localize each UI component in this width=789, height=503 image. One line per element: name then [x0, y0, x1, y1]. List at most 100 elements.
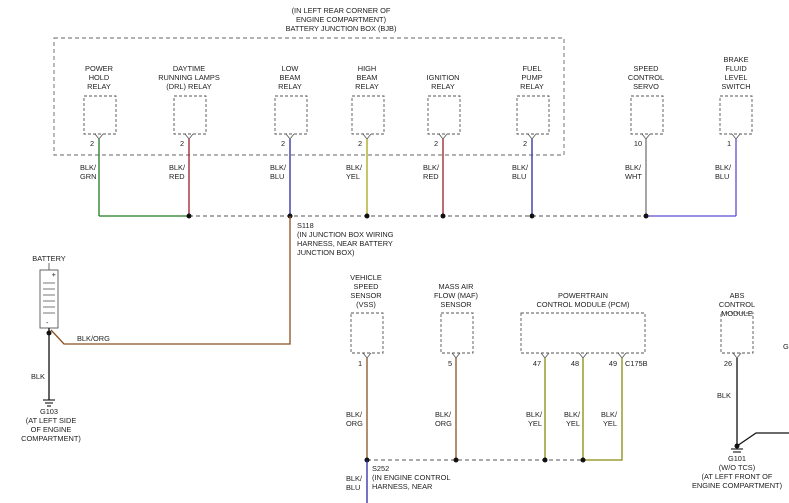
svg-text:SPEED: SPEED	[633, 64, 658, 73]
svg-text:RED: RED	[423, 172, 439, 181]
abs-wire-label: BLK	[717, 391, 731, 400]
blk-label-left: BLK	[31, 372, 45, 381]
g103-label: G103	[40, 407, 58, 416]
wire-color-labels-top: BLK/ GRN BLK/ RED BLK/ BLU BLK/ YEL BLK/…	[80, 163, 732, 181]
svg-text:GRN: GRN	[80, 172, 96, 181]
s252-desc-2: HARNESS, NEAR	[372, 482, 432, 491]
svg-text:ABS: ABS	[730, 291, 745, 300]
svg-text:26: 26	[724, 359, 732, 368]
battery[interactable]: BATTERY + -	[32, 254, 66, 329]
edge-letter: G	[783, 342, 789, 351]
svg-text:MASS AIR: MASS AIR	[439, 282, 474, 291]
svg-text:C175B: C175B	[625, 359, 648, 368]
maf-sensor[interactable]: MASS AIR FLOW (MAF) SENSOR 5	[434, 282, 478, 368]
svg-text:IGNITION: IGNITION	[427, 73, 460, 82]
vehicle-speed-sensor[interactable]: VEHICLE SPEED SENSOR (VSS) 1	[350, 273, 384, 368]
svg-text:FLUID: FLUID	[725, 64, 746, 73]
svg-text:+: +	[52, 270, 56, 279]
svg-text:BLK/: BLK/	[169, 163, 186, 172]
svg-text:CONTROL MODULE (PCM): CONTROL MODULE (PCM)	[537, 300, 630, 309]
vss-wire-label-2: ORG	[346, 419, 363, 428]
g103-ground-symbol	[43, 399, 55, 407]
maf-wire-label-1: BLK/	[435, 410, 452, 419]
svg-text:2: 2	[358, 139, 362, 148]
high-beam-relay[interactable]: HIGH BEAM RELAY 2	[351, 64, 385, 148]
svg-text:47: 47	[533, 359, 541, 368]
s252-wire-label-1: BLK/	[346, 474, 363, 483]
svg-text:10: 10	[634, 139, 642, 148]
pcm-wire-49-label-2: YEL	[603, 419, 617, 428]
svg-text:SENSOR: SENSOR	[440, 300, 471, 309]
vss-wire-label-1: BLK/	[346, 410, 363, 419]
svg-text:BLK/: BLK/	[625, 163, 642, 172]
splice-s252-bus	[364, 457, 586, 503]
svg-text:HOLD: HOLD	[89, 73, 110, 82]
svg-text:BATTERY: BATTERY	[32, 254, 65, 263]
bjb-title-1: (IN LEFT REAR CORNER OF	[292, 6, 391, 15]
svg-text:RED: RED	[169, 172, 185, 181]
svg-text:RUNNING LAMPS: RUNNING LAMPS	[158, 73, 220, 82]
svg-text:SENSOR: SENSOR	[350, 291, 381, 300]
svg-text:BEAM: BEAM	[280, 73, 301, 82]
fuel-pump-relay[interactable]: FUEL PUMP RELAY 2	[516, 64, 550, 148]
svg-text:2: 2	[434, 139, 438, 148]
svg-text:1: 1	[727, 139, 731, 148]
svg-text:BLK/: BLK/	[346, 163, 363, 172]
powertrain-control-module[interactable]: POWERTRAIN CONTROL MODULE (PCM) 47 48 49…	[520, 291, 648, 368]
svg-text:BLU: BLU	[270, 172, 284, 181]
bjb-title-2: ENGINE COMPARTMENT)	[296, 15, 386, 24]
drl-relay[interactable]: DAYTIME RUNNING LAMPS (DRL) RELAY 2	[158, 64, 220, 148]
svg-text:(DRL) RELAY: (DRL) RELAY	[166, 82, 212, 91]
svg-text:RELAY: RELAY	[87, 82, 111, 91]
svg-text:POWER: POWER	[85, 64, 113, 73]
svg-text:BLK/: BLK/	[715, 163, 732, 172]
svg-text:BLK/: BLK/	[270, 163, 287, 172]
blk-org-label: BLK/ORG	[77, 334, 110, 343]
svg-text:BLU: BLU	[715, 172, 729, 181]
s118-desc-2: HARNESS, NEAR BATTERY	[297, 239, 393, 248]
svg-text:SERVO: SERVO	[633, 82, 659, 91]
low-beam-relay[interactable]: LOW BEAM RELAY 2	[274, 64, 308, 148]
svg-text:48: 48	[571, 359, 579, 368]
svg-text:CONTROL: CONTROL	[719, 300, 755, 309]
svg-text:MODULE: MODULE	[721, 309, 753, 318]
g101-desc-3: ENGINE COMPARTMENT)	[692, 481, 782, 490]
svg-text:RELAY: RELAY	[520, 82, 544, 91]
svg-text:2: 2	[90, 139, 94, 148]
svg-text:2: 2	[180, 139, 184, 148]
bjb-wires	[98, 139, 737, 216]
blk-org-wire	[50, 216, 291, 345]
svg-text:FLOW (MAF): FLOW (MAF)	[434, 291, 478, 300]
brake-fluid-level-switch[interactable]: BRAKE FLUID LEVEL SWITCH 1	[719, 55, 753, 148]
svg-text:RELAY: RELAY	[431, 82, 455, 91]
pcm-wire-47-label-2: YEL	[528, 419, 542, 428]
abs-side-wire	[736, 432, 789, 447]
maf-wire-label-2: ORG	[435, 419, 452, 428]
abs-control-module[interactable]: ABS CONTROL MODULE 26	[719, 291, 755, 368]
svg-text:LOW: LOW	[282, 64, 299, 73]
svg-text:BEAM: BEAM	[357, 73, 378, 82]
g101-label: G101	[728, 454, 746, 463]
svg-text:SPEED: SPEED	[353, 282, 378, 291]
svg-text:49: 49	[609, 359, 617, 368]
svg-text:RELAY: RELAY	[278, 82, 302, 91]
g103-desc-1: (AT LEFT SIDE	[26, 416, 77, 425]
s118-desc-3: JUNCTION BOX)	[297, 248, 354, 257]
speed-control-servo[interactable]: SPEED CONTROL SERVO 10	[628, 64, 664, 148]
pcm-wire-47-label-1: BLK/	[526, 410, 543, 419]
svg-text:FUEL: FUEL	[523, 64, 542, 73]
svg-text:HIGH: HIGH	[358, 64, 376, 73]
svg-text:RELAY: RELAY	[355, 82, 379, 91]
g101-ground-symbol	[731, 448, 743, 453]
s118-label: S118	[297, 221, 314, 230]
s252-label: S252	[372, 464, 389, 473]
g103-desc-3: COMPARTMENT)	[21, 434, 81, 443]
svg-text:2: 2	[281, 139, 285, 148]
splice-s118-bus	[99, 213, 736, 219]
svg-text:1: 1	[358, 359, 362, 368]
svg-text:POWERTRAIN: POWERTRAIN	[558, 291, 608, 300]
power-hold-relay[interactable]: POWER HOLD RELAY 2	[83, 64, 117, 148]
svg-text:BLK/: BLK/	[423, 163, 440, 172]
svg-text:YEL: YEL	[346, 172, 360, 181]
ignition-relay[interactable]: IGNITION RELAY 2	[427, 73, 461, 148]
